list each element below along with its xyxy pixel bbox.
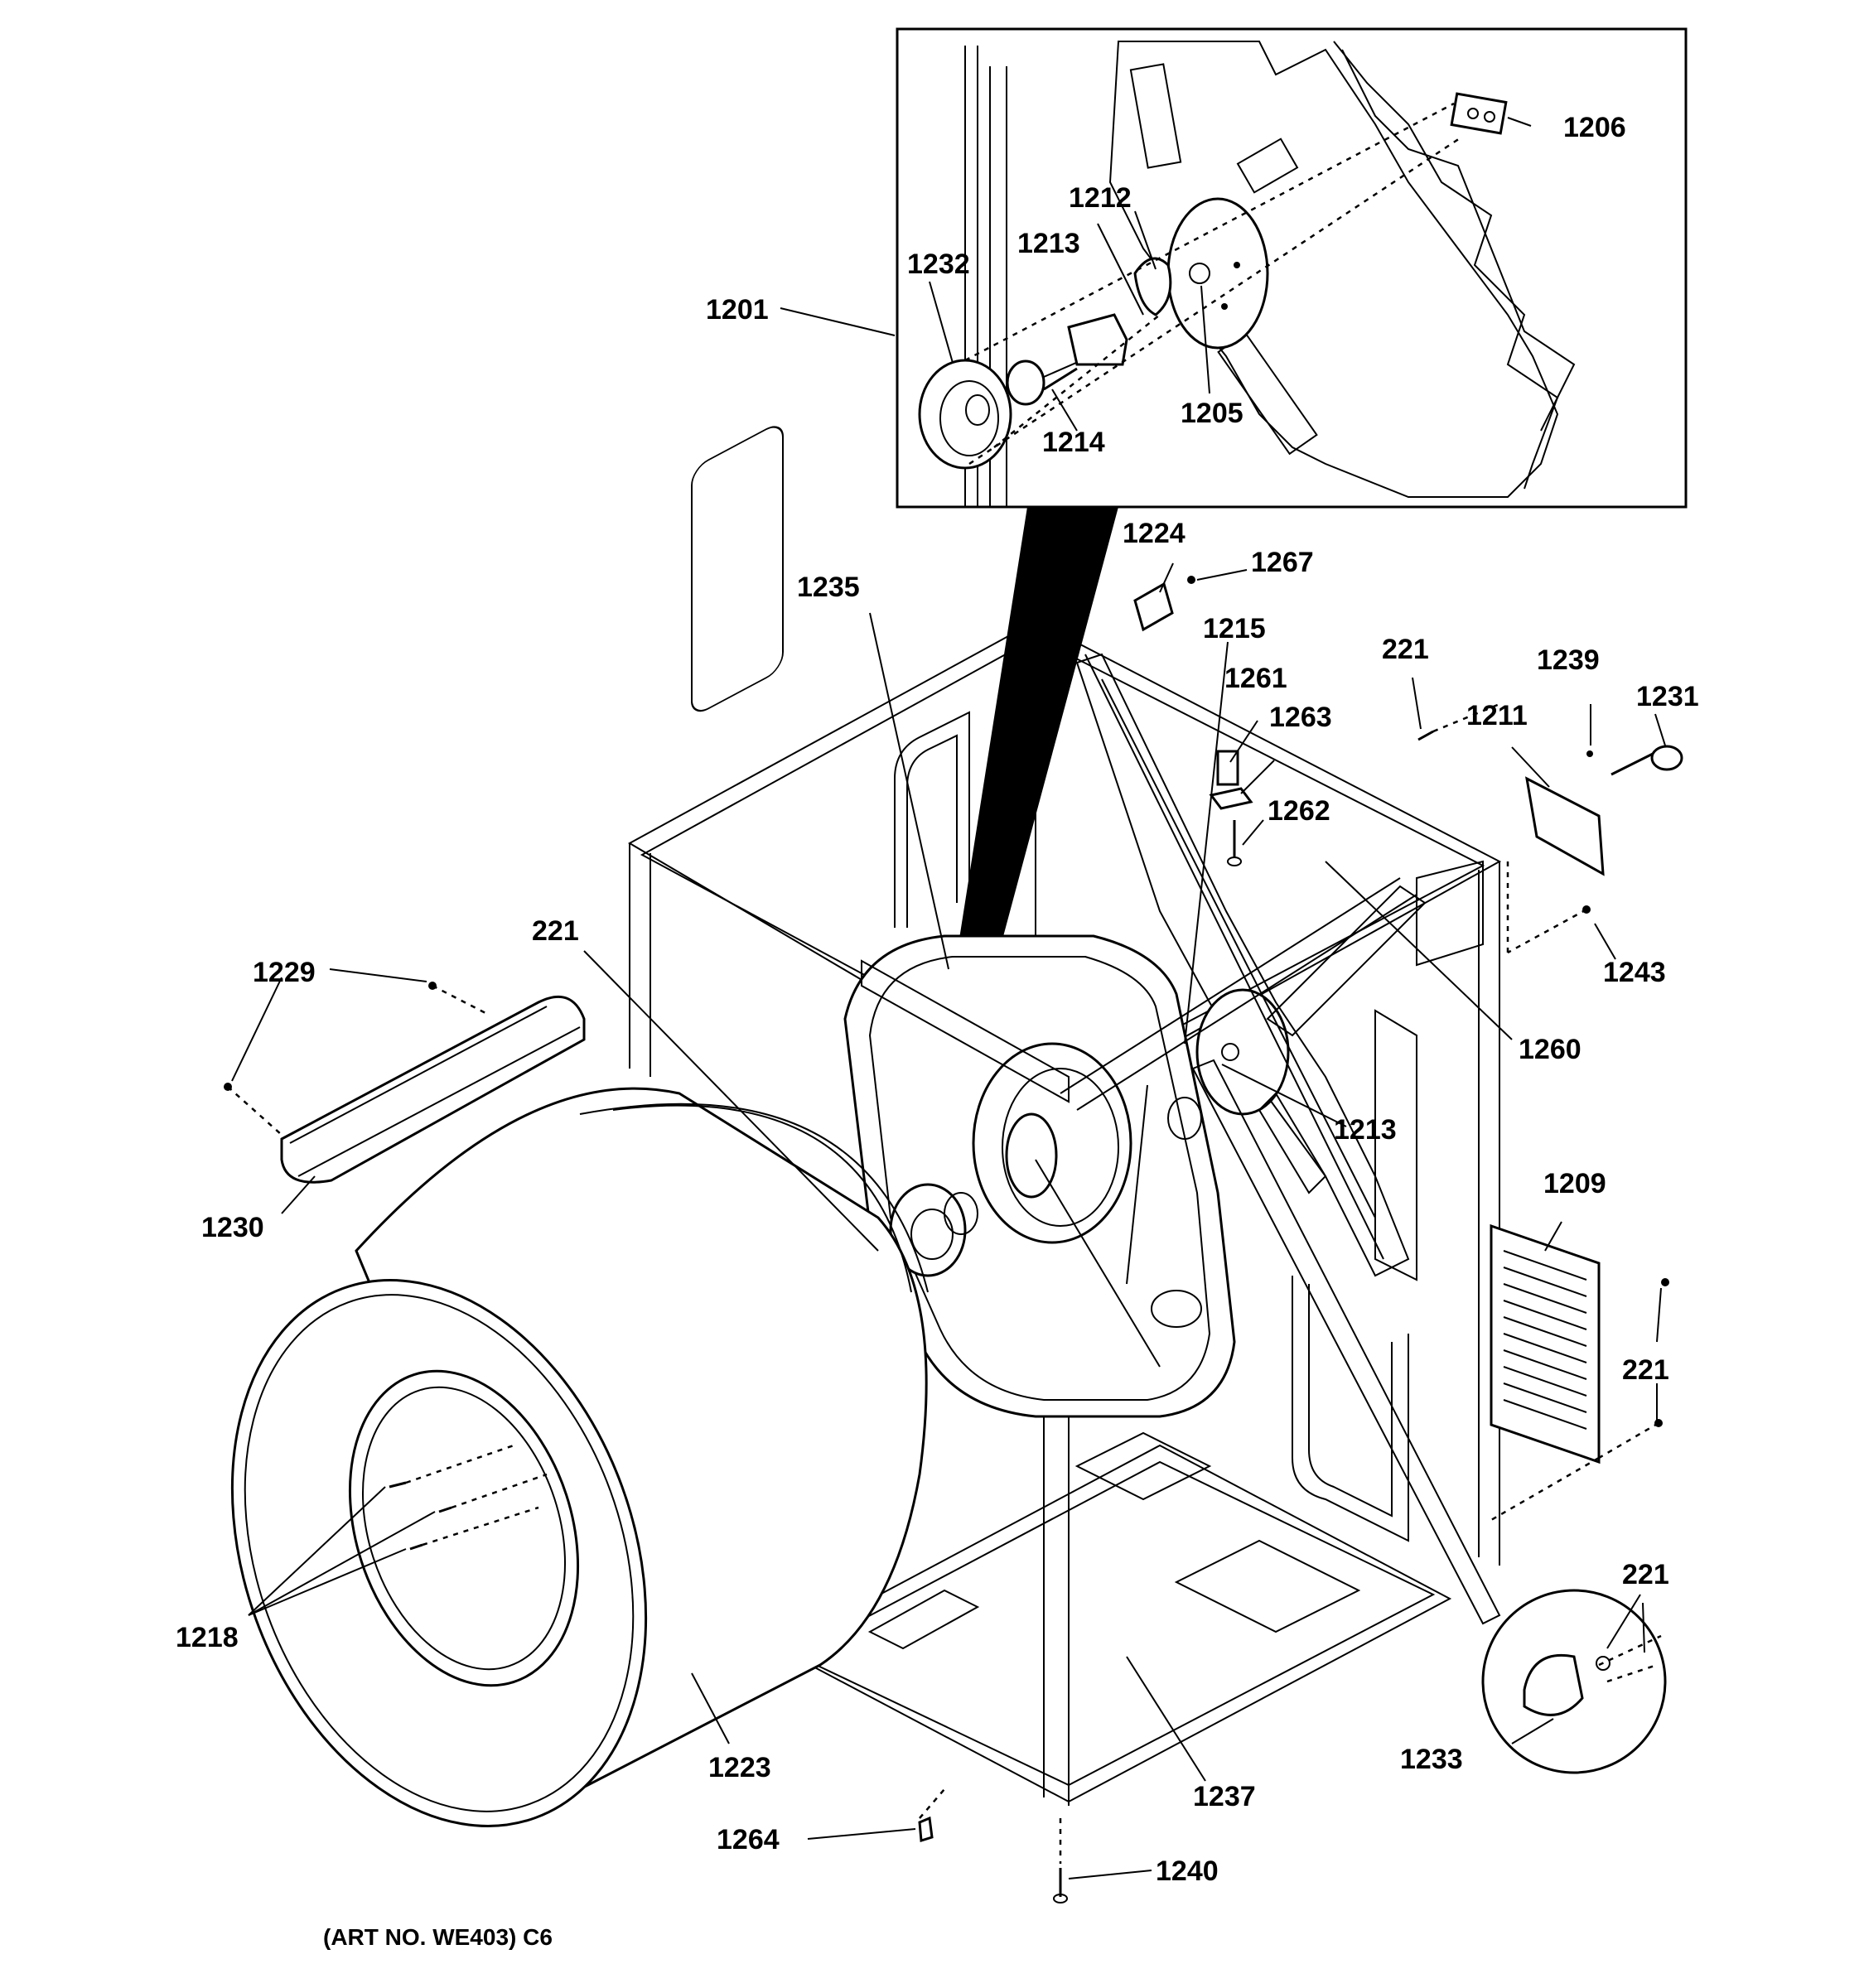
part-1264 xyxy=(918,1816,934,1842)
label-1201: 1201 xyxy=(706,294,769,326)
cabinet xyxy=(627,426,1502,1806)
label-221-left: 221 xyxy=(532,915,579,947)
label-1232: 1232 xyxy=(907,248,970,280)
inset-detail xyxy=(896,27,1688,509)
label-1262: 1262 xyxy=(1268,795,1330,827)
heat-shield-1211 xyxy=(1525,776,1605,876)
label-1240: 1240 xyxy=(1156,1855,1219,1887)
label-1229: 1229 xyxy=(253,957,316,988)
label-1243: 1243 xyxy=(1603,957,1666,988)
label-1213-main: 1213 xyxy=(1334,1114,1397,1146)
label-1267: 1267 xyxy=(1251,547,1314,578)
label-1213-inset: 1213 xyxy=(1017,228,1080,259)
label-221-circle: 221 xyxy=(1622,1559,1669,1590)
label-1264: 1264 xyxy=(717,1824,780,1855)
label-1261: 1261 xyxy=(1224,663,1287,694)
label-221-top: 221 xyxy=(1382,634,1429,665)
label-1223: 1223 xyxy=(708,1752,771,1783)
bracket-1224 xyxy=(1133,581,1174,632)
label-1260: 1260 xyxy=(1519,1034,1582,1065)
label-1218: 1218 xyxy=(176,1622,239,1653)
label-1211: 1211 xyxy=(1466,700,1528,731)
leader-lines xyxy=(231,117,1666,1879)
label-1206: 1206 xyxy=(1563,112,1626,143)
label-221-right: 221 xyxy=(1622,1354,1669,1386)
label-1215: 1215 xyxy=(1203,613,1266,644)
label-1237: 1237 xyxy=(1193,1781,1256,1812)
access-panel-1209 xyxy=(1490,1223,1601,1464)
label-1239: 1239 xyxy=(1537,644,1600,676)
drum xyxy=(230,1087,929,1827)
label-1209: 1209 xyxy=(1543,1168,1606,1199)
rear-bearing-housing xyxy=(918,359,1012,470)
label-1235: 1235 xyxy=(797,572,860,603)
art-number: (ART NO. WE403) C6 xyxy=(323,1924,553,1950)
label-1263: 1263 xyxy=(1269,702,1332,733)
label-1214: 1214 xyxy=(1042,427,1105,458)
label-1230: 1230 xyxy=(201,1212,264,1243)
label-1231: 1231 xyxy=(1636,681,1699,712)
label-1205: 1205 xyxy=(1181,398,1243,429)
label-1233: 1233 xyxy=(1400,1744,1463,1775)
igniter-1231 xyxy=(1650,745,1683,771)
label-1212: 1212 xyxy=(1069,182,1132,214)
inset-frame xyxy=(896,27,1688,509)
label-1224: 1224 xyxy=(1123,518,1186,549)
drum-baffle xyxy=(224,982,586,1184)
